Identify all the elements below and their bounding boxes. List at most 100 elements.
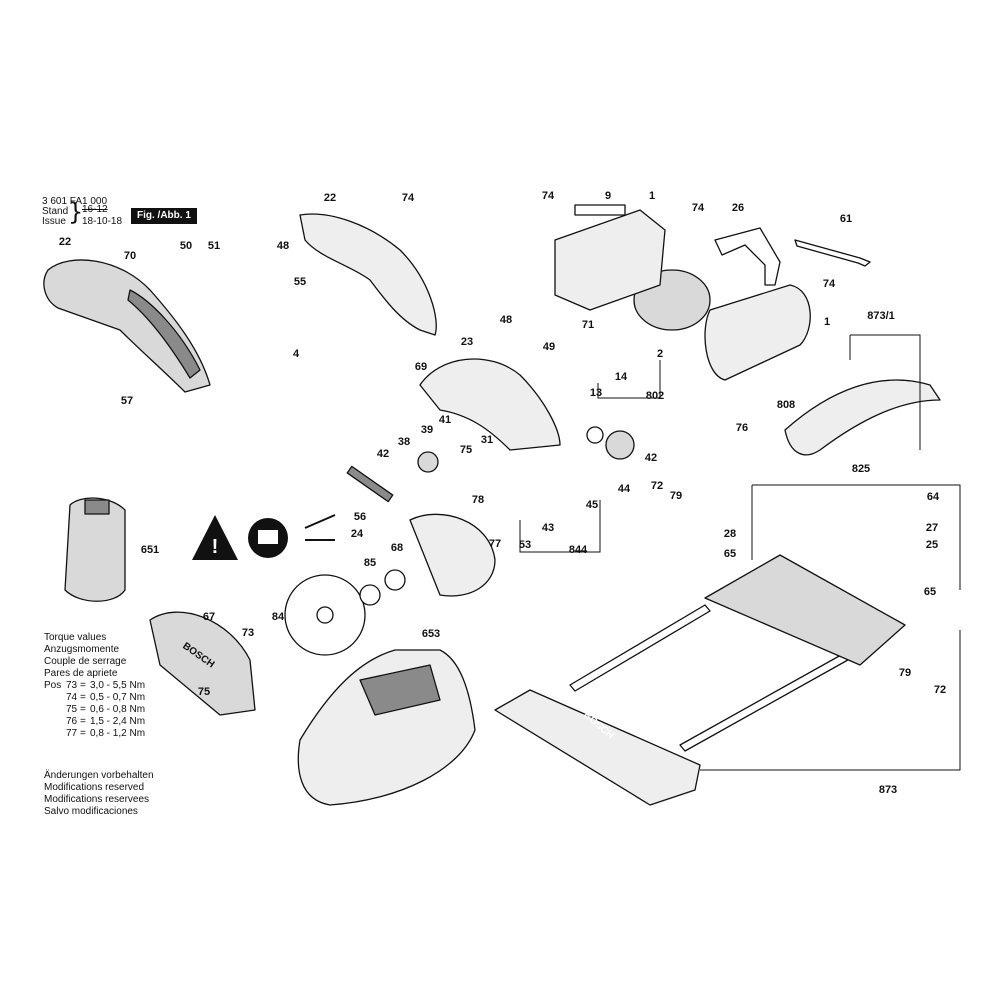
- group-802-bracket: [597, 360, 661, 399]
- handle-housing-right: [299, 213, 437, 336]
- part-75-b-label: 75: [197, 686, 211, 698]
- torque-pos: 76: [66, 716, 78, 727]
- notes-block: Änderungen vorbehalten Modifications res…: [44, 770, 154, 818]
- part-68-label: 68: [390, 542, 404, 554]
- part-13-label: 13: [589, 387, 603, 399]
- old-date: 16-12: [82, 204, 108, 215]
- base-plate: [704, 554, 906, 666]
- part-75-a-label: 75: [459, 444, 473, 456]
- part-28-label: 28: [723, 528, 737, 540]
- handle-grip-left: [127, 289, 201, 379]
- part-56-label: 56: [353, 511, 367, 523]
- part-41-label: 41: [438, 414, 452, 426]
- part-65-a-label: 65: [723, 548, 737, 560]
- part-45-label: 45: [585, 499, 599, 511]
- brace-glyph: }: [68, 198, 84, 226]
- part-9-label: 9: [604, 190, 612, 202]
- torque-values-block: Torque values Anzugsmomente Couple de se…: [44, 632, 145, 740]
- part-65-b-label: 65: [923, 586, 937, 598]
- part-85-label: 85: [363, 557, 377, 569]
- blade-guard-upper: [419, 358, 561, 451]
- part-50-label: 50: [179, 240, 193, 252]
- part-38-label: 38: [397, 436, 411, 448]
- part-73-label: 73: [241, 627, 255, 639]
- group-873-1-bracket: [849, 334, 921, 450]
- figure-label: Fig. /Abb. 1: [131, 208, 197, 224]
- part-79-b-label: 79: [898, 667, 912, 679]
- battery-pack: [64, 497, 126, 602]
- gear-44: [605, 430, 635, 460]
- washer-68: [384, 569, 406, 591]
- torque-line: Couple de serrage: [44, 656, 127, 667]
- part-31-label: 31: [480, 434, 494, 446]
- torque-pos: 75: [66, 704, 78, 715]
- part-74-b-label: 74: [541, 190, 555, 202]
- torque-line: Pares de apriete: [44, 668, 118, 679]
- blade-cover: [149, 611, 256, 716]
- part-44-label: 44: [617, 483, 631, 495]
- part-61-label: 61: [839, 213, 853, 225]
- blade-guard-lower: [409, 513, 496, 597]
- gear-housing: [554, 209, 666, 311]
- part-79-a-label: 79: [669, 490, 683, 502]
- charger-vents: [359, 664, 441, 716]
- part-57-label: 57: [120, 395, 134, 407]
- part-70-label: 70: [123, 250, 137, 262]
- torque-value: 1,5 - 2,4 Nm: [90, 716, 146, 727]
- part-23-label: 23: [460, 336, 474, 348]
- part-69-label: 69: [414, 361, 428, 373]
- guide-rail-bar-bottom: [679, 649, 856, 752]
- note-line: Modifications reserved: [44, 782, 145, 793]
- rip-fence-handle: [784, 379, 941, 456]
- part-78-label: 78: [471, 494, 485, 506]
- part-64-label: 64: [926, 491, 940, 503]
- part-42-b-label: 42: [644, 452, 658, 464]
- stand-label: Stand: [42, 206, 69, 217]
- part-27-label: 27: [925, 522, 939, 534]
- part-873-label: 873: [878, 784, 898, 796]
- part-74-a-label: 74: [401, 192, 415, 204]
- group-873-bracket: [700, 630, 961, 771]
- part-25-label: 25: [925, 539, 939, 551]
- part-808-label: 808: [776, 399, 796, 411]
- part-76-label: 76: [735, 422, 749, 434]
- part-26-label: 26: [731, 202, 745, 214]
- part-1-a-label: 1: [648, 190, 656, 202]
- torque-value: 0,8 - 1,2 Nm: [90, 728, 146, 739]
- part-84-label: 84: [271, 611, 285, 623]
- bracket: [714, 227, 781, 286]
- torque-line: Torque values: [44, 632, 107, 643]
- bearing-45: [586, 426, 604, 444]
- issue-label: Issue: [42, 216, 66, 227]
- torque-row: 77=0,8 - 1,2 Nm: [66, 728, 146, 739]
- part-22-left-label: 22: [58, 236, 72, 248]
- part-4-label: 4: [292, 348, 300, 360]
- torque-value: 3,0 - 5,5 Nm: [90, 680, 146, 691]
- battery-contacts: [84, 499, 110, 515]
- part-844-label: 844: [568, 544, 588, 556]
- part-53-label: 53: [518, 539, 532, 551]
- part-48-a-label: 48: [276, 240, 290, 252]
- torque-row: 75=0,6 - 0,8 Nm: [66, 704, 146, 715]
- part-2-label: 2: [656, 348, 664, 360]
- motor-housing: [704, 284, 811, 381]
- torque-pos: 73: [66, 680, 78, 691]
- hex-key: [794, 239, 871, 267]
- washer-85: [359, 584, 381, 606]
- note-line: Änderungen vorbehalten: [44, 770, 154, 781]
- note-line: Modifications reservees: [44, 794, 150, 805]
- part-24-label: 24: [350, 528, 364, 540]
- part-72-a-label: 72: [650, 480, 664, 492]
- part-39-label: 39: [420, 424, 434, 436]
- guide-rail-base: [494, 689, 701, 806]
- pos-label: Pos: [44, 680, 62, 691]
- part-48-b-label: 48: [499, 314, 513, 326]
- part-51-label: 51: [207, 240, 221, 252]
- part-1-b-label: 1: [823, 316, 831, 328]
- part-651-label: 651: [140, 544, 160, 556]
- torque-row: 74=0,5 - 0,7 Nm: [66, 692, 146, 703]
- blade-bore: [316, 606, 334, 624]
- part-74-d-label: 74: [822, 278, 836, 290]
- gear-39: [417, 451, 439, 473]
